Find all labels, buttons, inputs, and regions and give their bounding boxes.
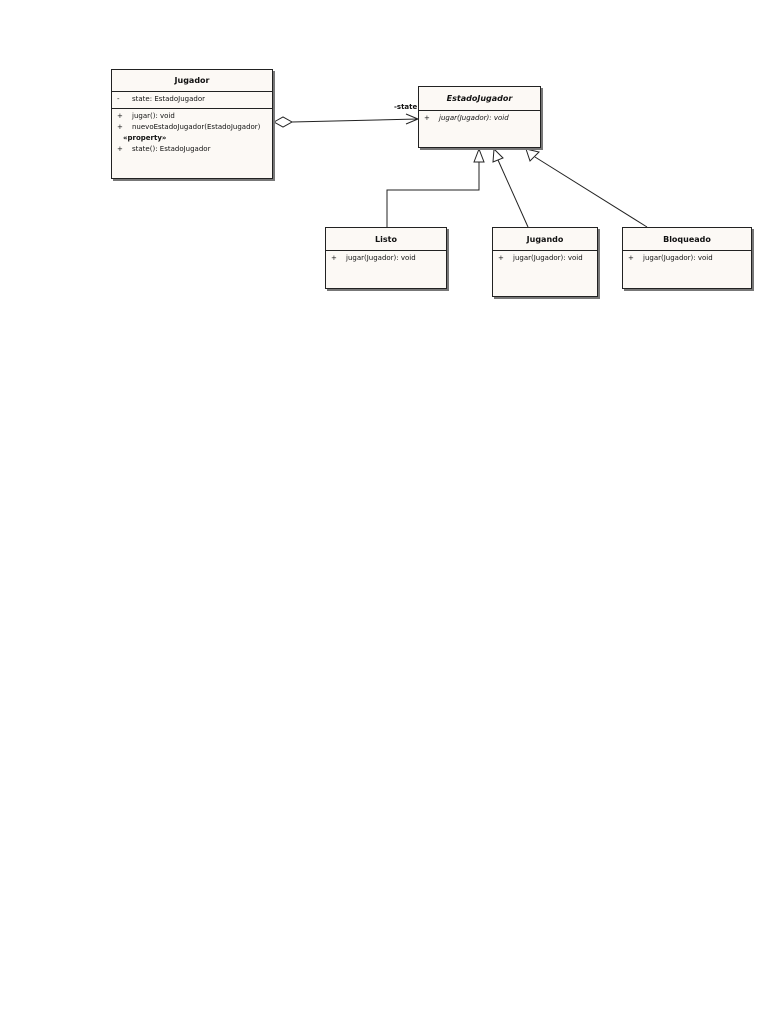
operation-text: jugar(Jugador): void: [513, 254, 583, 262]
generalization-jugando-line: [497, 159, 529, 228]
aggregation-diamond: [272, 116, 294, 128]
visibility-marker: +: [424, 114, 430, 122]
operations-compartment: + jugar(): void + nuevoEstadoJugador(Est…: [112, 109, 272, 158]
operation-row: + state(): EstadoJugador: [112, 144, 272, 155]
class-name: Bloqueado: [623, 228, 751, 251]
operation-row: + jugar(Jugador): void: [419, 113, 540, 124]
generalization-listo-line: [386, 162, 480, 227]
class-jugador[interactable]: Jugador - state: EstadoJugador + jugar()…: [111, 69, 273, 179]
class-name: Listo: [326, 228, 446, 251]
operation-text: jugar(Jugador): void: [439, 114, 509, 122]
attribute-text: state: EstadoJugador: [132, 95, 205, 103]
visibility-marker: +: [331, 254, 337, 262]
attribute-row: - state: EstadoJugador: [112, 94, 272, 105]
class-name: Jugador: [112, 70, 272, 92]
operation-text: nuevoEstadoJugador(EstadoJugador): [132, 123, 261, 131]
operation-row: + jugar(): void: [112, 111, 272, 122]
operation-text: jugar(Jugador): void: [643, 254, 713, 262]
class-bloqueado[interactable]: Bloqueado + jugar(Jugador): void: [622, 227, 752, 289]
class-name: Jugando: [493, 228, 597, 251]
operation-row: + jugar(Jugador): void: [623, 253, 751, 264]
operations-compartment: + jugar(Jugador): void: [326, 251, 446, 267]
visibility-marker: +: [498, 254, 504, 262]
operation-text: jugar(Jugador): void: [346, 254, 416, 262]
class-jugando[interactable]: Jugando + jugar(Jugador): void: [492, 227, 598, 297]
visibility-marker: -: [117, 95, 120, 103]
class-estado-jugador[interactable]: EstadoJugador + jugar(Jugador): void: [418, 86, 541, 148]
visibility-marker: +: [117, 145, 123, 153]
visibility-marker: +: [628, 254, 634, 262]
stereotype-label: «property»: [123, 134, 167, 142]
class-listo[interactable]: Listo + jugar(Jugador): void: [325, 227, 447, 289]
generalization-bloqueado-line: [534, 156, 648, 228]
visibility-marker: +: [117, 112, 123, 120]
aggregation-line: [291, 118, 419, 123]
generalization-jugando-arrowhead: [492, 147, 504, 163]
operation-text: state(): EstadoJugador: [132, 145, 211, 153]
attributes-compartment: - state: EstadoJugador: [112, 92, 272, 109]
aggregation-role-label: -state: [394, 103, 418, 111]
operation-row: + nuevoEstadoJugador(EstadoJugador): [112, 122, 272, 133]
class-name: EstadoJugador: [419, 87, 540, 111]
operation-text: jugar(): void: [132, 112, 175, 120]
visibility-marker: +: [117, 123, 123, 131]
generalization-listo-arrowhead: [473, 147, 485, 163]
generalization-bloqueado-arrowhead: [525, 148, 540, 162]
operation-row: + jugar(Jugador): void: [326, 253, 446, 264]
operations-compartment: + jugar(Jugador): void: [493, 251, 597, 267]
operation-row: + jugar(Jugador): void: [493, 253, 597, 264]
operations-compartment: + jugar(Jugador): void: [419, 111, 540, 127]
operations-compartment: + jugar(Jugador): void: [623, 251, 751, 267]
